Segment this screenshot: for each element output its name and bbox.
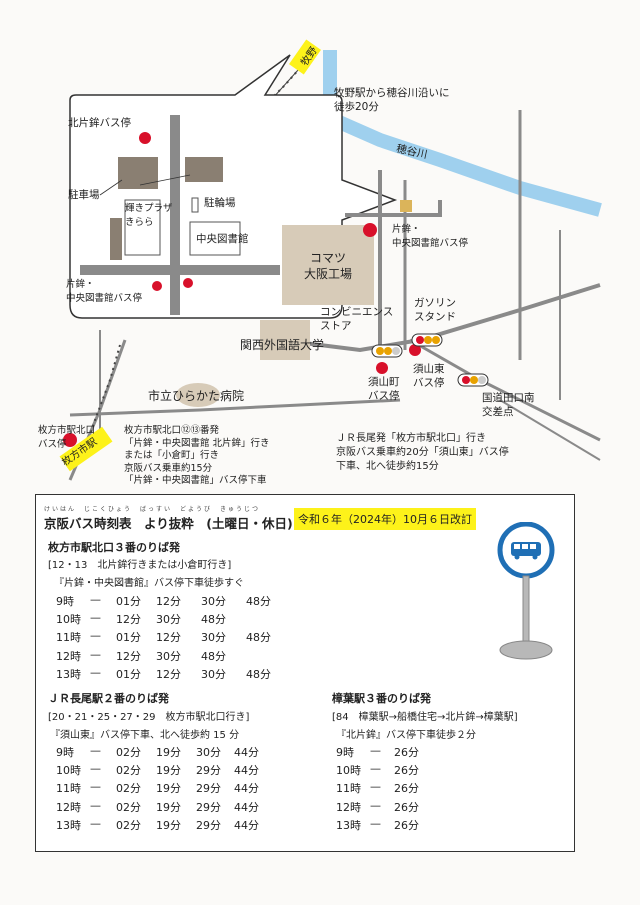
inset-bicycle-label: 駐輪場: [204, 197, 236, 209]
inset-busstop-north-label: 北片鉾バス停: [68, 117, 131, 129]
revision-date: 令和６年（2024年）10月６日改訂: [294, 508, 476, 530]
railway-bottom: [84, 344, 121, 451]
timetable-title: けいはん じこくひょう ばっすい どようび きゅうじつ 京阪バス時刻表 より抜粋…: [44, 506, 293, 531]
suyamahigashi-label: 須山東バス停: [413, 363, 445, 389]
hospital-label: 市立ひらかた病院: [148, 389, 245, 403]
convenience-store-label: コンビニエンスストア: [320, 306, 394, 332]
hospital-building: [176, 383, 220, 407]
hirakata-header: 枚方市駅北口３番のりば発: [48, 541, 180, 554]
inset-busstop-south-label: 片鉾・中央図書館バス停: [66, 279, 143, 304]
kuzuha-route: [84 樟葉駅→船橋住宅→北片鉾→樟葉駅]: [332, 712, 518, 723]
hirakata-busstop-label: 枚方市駅北口バス停: [38, 425, 96, 450]
busstop-suyamahigashi: [409, 344, 421, 356]
bus-stop-icon: [497, 522, 555, 660]
university-building: [260, 320, 310, 360]
suyamacho-label: 須山町バス停: [368, 376, 400, 402]
road-sign-bottom: [59, 426, 113, 472]
gas-station-icon: [400, 200, 412, 212]
kuzuha-header: 樟葉駅３番のりば発: [332, 692, 431, 705]
inset-library-label: 中央図書館: [196, 233, 249, 245]
hirakata-note: 枚方市駅北口⑫⑬番発「片鉾・中央図書館 北片鉾」行きまたは「小倉町」行き京阪バス…: [124, 425, 270, 486]
access-map: 牧野 枚方市駅 牧野駅から穂谷川沿いに徒歩20分 穂谷川 北片鉾バス停 駐車場 …: [38, 39, 602, 486]
nagao-header: ＪＲ長尾駅２番のりば発: [48, 692, 169, 705]
nagao-walk: 『須山東』バス停下車、北へ徒歩約 15 分: [50, 730, 240, 741]
timetable-panel: けいはん じこくひょう ばっすい どようび きゅうじつ 京阪バス時刻表 より抜粋…: [35, 494, 575, 852]
table-row: 9時—26分: [336, 744, 419, 759]
traffic-light-1: [371, 344, 403, 358]
hirakata-route: [12・13 北片鉾行きまたは小倉町行き]: [48, 560, 232, 571]
hirakata-walk: 『片鉾・中央図書館』バス停下車徒歩すぐ: [54, 578, 244, 589]
road-main-8: [69, 398, 401, 417]
table-row: 11時—26分: [336, 780, 419, 796]
inset-building-2: [185, 157, 223, 182]
nagao-note: ＪＲ長尾発「枚方市駅北口」行き京阪バス乗車約20分「須山東」バス停下車、北へ徒歩…: [336, 433, 509, 472]
plaza-outline: [124, 199, 161, 256]
kokudo-intersection-label: 国道田口南交差点: [482, 392, 535, 418]
kuzuha-walk: 『北片鉾』バス停下車徒歩２分: [336, 730, 476, 741]
busstop-library: [363, 223, 377, 237]
kuzuha-rows: 9時—26分 10時—26分 11時—26分 12時—26分 13時—26分: [336, 744, 456, 835]
library-busstop-label: 片鉾・中央図書館バス停: [392, 224, 469, 249]
komatsu-label: コマツ大阪工場: [304, 251, 353, 281]
busstop-hirakata: [63, 433, 77, 447]
timetable-ruby: けいはん じこくひょう ばっすい どようび きゅうじつ: [44, 506, 261, 513]
inset-busstop-south-b: [183, 278, 193, 288]
table-row: 12時—26分: [336, 798, 419, 814]
inset-busstop-north: [139, 132, 151, 144]
road-sign-top: [289, 39, 321, 75]
map-graphics: [59, 39, 602, 481]
walk-note: 牧野駅から穂谷川沿いに徒歩20分: [334, 87, 450, 113]
nagao-route: [20・21・25・27・29 枚方市駅北口行き]: [48, 712, 250, 723]
road-main-1: [345, 200, 442, 217]
river: [323, 50, 602, 217]
busstop-suyamacho: [376, 362, 388, 374]
traffic-light-3: [457, 373, 489, 387]
traffic-light-2: [411, 333, 443, 347]
inset-building-1: [118, 157, 158, 189]
inset-building-3: [110, 218, 122, 260]
table-row: 10時—26分: [336, 762, 419, 778]
komatsu-factory: [282, 225, 374, 305]
road-main-10: [499, 399, 601, 461]
road-main-5: [409, 338, 601, 442]
table-row: 13時—26分: [336, 816, 419, 832]
library-outline: [189, 221, 241, 256]
inset-parking-label: 駐車場: [68, 189, 100, 201]
inset-plaza-label: 輝きプラザきらら: [125, 203, 173, 228]
inset-busstop-south-a: [152, 281, 162, 291]
gas-station-label: ガソリンスタンド: [414, 297, 456, 323]
university-label: 関西外国語大学: [240, 338, 325, 352]
